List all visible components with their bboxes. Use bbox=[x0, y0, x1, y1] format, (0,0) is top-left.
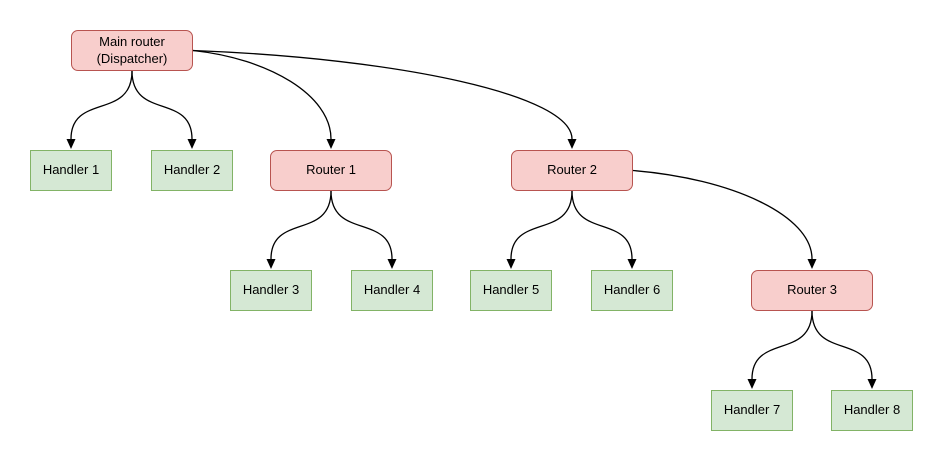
edge-main-router-to-handler-2 bbox=[131, 70, 193, 140]
edge-router-2-to-handler-5 bbox=[510, 190, 573, 260]
node-handler-7: Handler 7 bbox=[711, 390, 793, 431]
node-label: Router 2 bbox=[547, 162, 597, 178]
node-router-2: Router 2 bbox=[511, 150, 633, 191]
node-handler-3: Handler 3 bbox=[230, 270, 312, 311]
edge-router-3-to-handler-7 bbox=[751, 310, 813, 380]
node-label: Router 3 bbox=[787, 282, 837, 298]
arrowhead-icon bbox=[627, 259, 637, 269]
arrowhead-icon bbox=[387, 259, 397, 269]
node-label: Main router (Dispatcher) bbox=[96, 34, 168, 66]
node-main-router: Main router (Dispatcher) bbox=[71, 30, 193, 71]
arrowhead-icon bbox=[506, 259, 516, 269]
arrowhead-icon bbox=[266, 259, 276, 269]
arrowhead-icon bbox=[187, 139, 197, 149]
edge-main-router-to-handler-1 bbox=[70, 70, 133, 140]
edge-router-1-to-handler-3 bbox=[270, 190, 332, 260]
arrowhead-icon bbox=[66, 139, 76, 149]
node-label: Router 1 bbox=[306, 162, 356, 178]
edge-router-2-to-router-3 bbox=[632, 169, 813, 260]
arrowhead-icon bbox=[867, 379, 877, 389]
edge-router-1-to-handler-4 bbox=[330, 190, 393, 260]
node-label: Handler 1 bbox=[42, 162, 100, 178]
node-label: Handler 8 bbox=[843, 402, 901, 418]
node-router-3: Router 3 bbox=[751, 270, 873, 311]
node-handler-8: Handler 8 bbox=[831, 390, 913, 431]
node-router-1: Router 1 bbox=[270, 150, 392, 191]
node-handler-6: Handler 6 bbox=[591, 270, 673, 311]
edge-router-2-to-handler-6 bbox=[571, 190, 633, 260]
node-label: Handler 4 bbox=[363, 282, 421, 298]
node-label: Handler 3 bbox=[242, 282, 300, 298]
edge-main-router-to-router-1 bbox=[192, 49, 332, 140]
arrowhead-icon bbox=[326, 139, 336, 149]
node-label: Handler 2 bbox=[163, 162, 221, 178]
node-handler-5: Handler 5 bbox=[470, 270, 552, 311]
arrowhead-icon bbox=[747, 379, 757, 389]
node-label: Handler 6 bbox=[603, 282, 661, 298]
edge-main-router-to-router-2 bbox=[192, 49, 573, 140]
node-label: Handler 7 bbox=[723, 402, 781, 418]
arrowhead-icon bbox=[807, 259, 817, 269]
node-label: Handler 5 bbox=[482, 282, 540, 298]
edge-router-3-to-handler-8 bbox=[811, 310, 873, 380]
arrowhead-icon bbox=[567, 139, 577, 149]
node-handler-4: Handler 4 bbox=[351, 270, 433, 311]
node-handler-1: Handler 1 bbox=[30, 150, 112, 191]
node-handler-2: Handler 2 bbox=[151, 150, 233, 191]
